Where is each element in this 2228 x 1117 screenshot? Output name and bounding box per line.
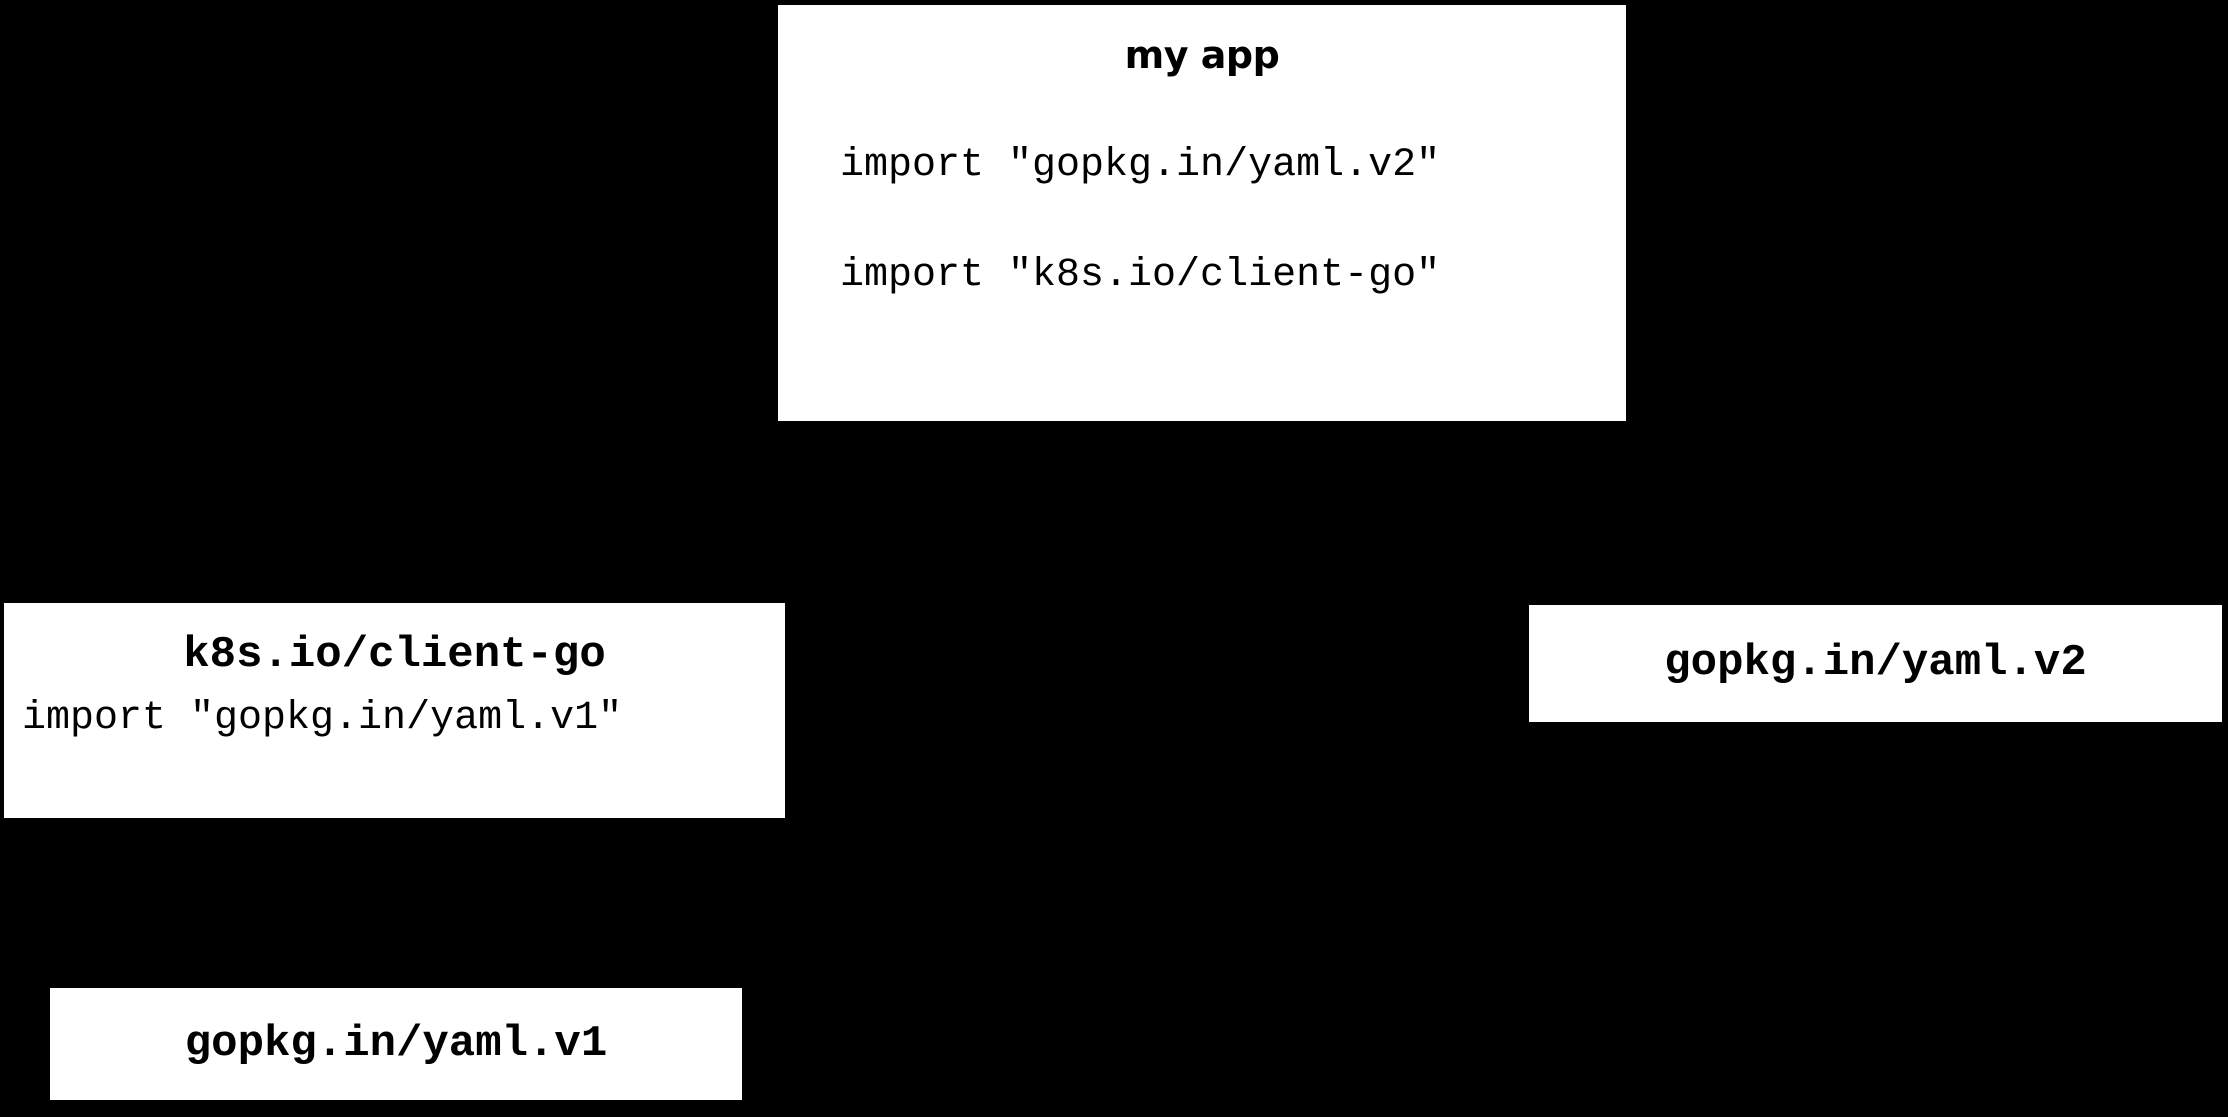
- node-my-app-title: my app: [1124, 33, 1280, 77]
- node-k8s-io-client-go-title: k8s.io/client-go: [183, 630, 606, 680]
- import-line-k8s-client-go: import "k8s.io/client-go": [840, 252, 1441, 298]
- import-line-gopkg-yaml-v1: import "gopkg.in/yaml.v1": [22, 696, 623, 742]
- node-my-app[interactable]: my app import "gopkg.in/yaml.v2" import …: [778, 5, 1626, 421]
- import-line-gopkg-yaml-v2: import "gopkg.in/yaml.v2": [840, 142, 1441, 188]
- node-k8s-io-client-go[interactable]: k8s.io/client-go import "gopkg.in/yaml.v…: [4, 603, 785, 818]
- node-my-app-body: import "gopkg.in/yaml.v2" import "k8s.io…: [778, 111, 1626, 331]
- node-gopkg-in-yaml-v1-title: gopkg.in/yaml.v1: [184, 1018, 608, 1069]
- node-gopkg-in-yaml-v2-title: gopkg.in/yaml.v2: [1664, 638, 2087, 689]
- node-gopkg-in-yaml-v1[interactable]: gopkg.in/yaml.v1: [50, 988, 742, 1100]
- node-gopkg-in-yaml-v2[interactable]: gopkg.in/yaml.v2: [1529, 605, 2222, 722]
- node-k8s-io-client-go-body: import "gopkg.in/yaml.v1": [4, 699, 785, 739]
